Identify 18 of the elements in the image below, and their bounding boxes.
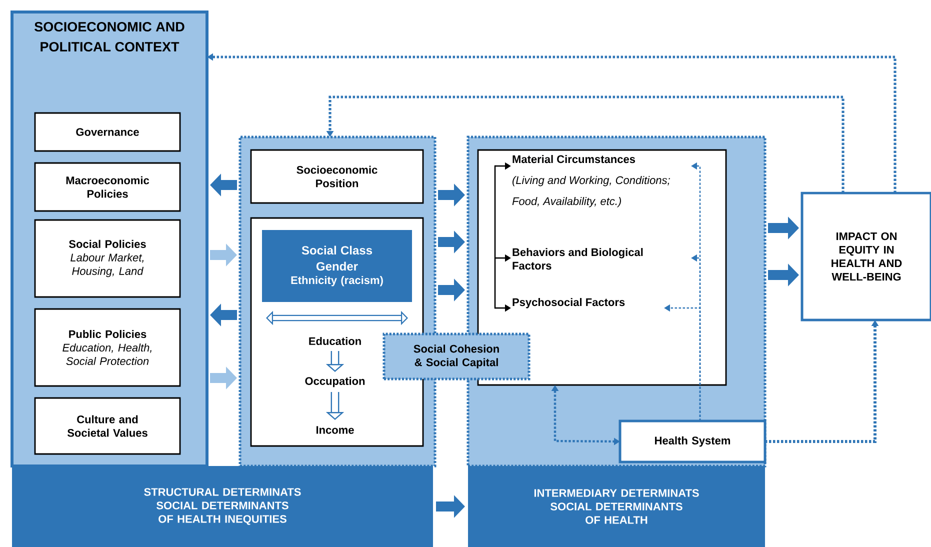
- impact-box: IMPACT ON EQUITY IN HEALTH AND WELL-BEING: [800, 192, 931, 322]
- factor-label: Material Circumstances (Living and Working, Conditions; Food, Availability, etc.): [512, 155, 670, 208]
- policy-box: Social Policies Labour Market, Housing, Land: [34, 219, 181, 298]
- determinants-band: STRUCTURAL DETERMINATS SOCIAL DETERMINANTS OF HEALTH INEQUITIES: [12, 466, 433, 547]
- stratifier-label: Education: [309, 336, 361, 346]
- determinants-band: INTERMEDIARY DETERMINATS SOCIAL DETERMINANTS OF HEALTH: [468, 466, 765, 547]
- policy-box: Public Policies Education, Health, Social Protection: [34, 308, 181, 387]
- health-system-box: Health System: [618, 420, 766, 464]
- social-class-box: Social Class Gender Ethnicity (racism): [262, 230, 412, 302]
- position-box: Socioeconomic Position: [250, 149, 424, 204]
- cohesion-box: Social Cohesion & Social Capital: [382, 332, 530, 380]
- policy-box: Macroeconomic Policies: [34, 162, 181, 212]
- stratifier-label: Occupation: [305, 376, 365, 388]
- policy-box: Governance: [34, 112, 181, 152]
- factor-label: Behaviors and Biological Factors: [512, 248, 643, 270]
- stratifier-label: Income: [316, 426, 354, 434]
- factor-label: Psychosocial Factors: [512, 298, 625, 308]
- policy-box: Culture and Societal Values: [34, 397, 181, 455]
